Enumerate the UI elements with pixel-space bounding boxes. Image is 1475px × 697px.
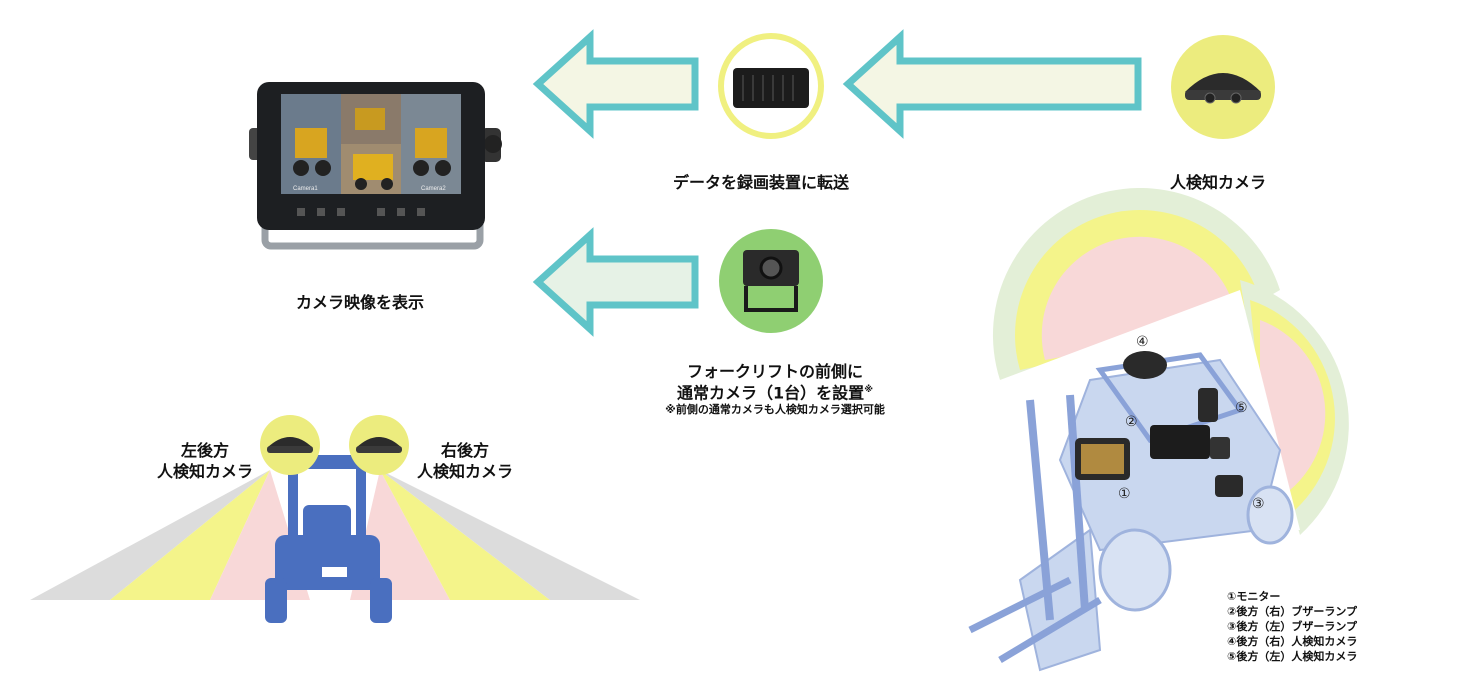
left-rear-line2: 人検知カメラ bbox=[156, 462, 253, 481]
front-camera-mark: ※ bbox=[864, 385, 873, 395]
front-camera-label-block: フォークリフトの前側に 通常カメラ（1台）を設置※ ※前側の通常カメラも人検知カ… bbox=[640, 362, 910, 417]
dome-camera-icon bbox=[1185, 73, 1261, 92]
legend-item: ②後方（右）ブザーランプ bbox=[1227, 605, 1357, 618]
forklift-rear-wheel-left bbox=[265, 578, 287, 623]
forklift-rear-body bbox=[275, 535, 380, 590]
arrow-front-camera-to-monitor bbox=[532, 227, 699, 337]
dome-camera-icon bbox=[267, 437, 313, 448]
front-camera-note: ※前側の通常カメラも人検知カメラ選択可能 bbox=[665, 403, 885, 417]
iso-recorder-device bbox=[1150, 425, 1210, 459]
marker-5: ⑤ bbox=[1235, 400, 1248, 416]
iso-camera-rear-left bbox=[1198, 388, 1218, 422]
person-camera-circle bbox=[1171, 35, 1275, 139]
arrow-recorder-to-monitor bbox=[532, 29, 699, 139]
recorder-label: データを録画装置に転送 bbox=[673, 173, 850, 192]
legend-item: ⑤後方（左）人検知カメラ bbox=[1227, 650, 1358, 663]
front-camera-line1: フォークリフトの前側に bbox=[686, 362, 863, 381]
iso-camera-rear-right bbox=[1123, 351, 1167, 379]
person-camera-label: 人検知カメラ bbox=[1170, 173, 1267, 192]
left-rear-label: 左後方 人検知カメラ bbox=[150, 440, 260, 482]
marker-4: ④ bbox=[1136, 334, 1149, 350]
screen-tile-right-label: Camera2 bbox=[421, 186, 446, 192]
legend: ①モニター ②後方（右）ブザーランプ ③後方（左）ブザーランプ ④後方（右）人検… bbox=[1227, 589, 1357, 664]
arrow-camera-to-recorder bbox=[842, 29, 1142, 139]
left-zone-yellow bbox=[110, 470, 270, 600]
left-zone-gray bbox=[30, 470, 270, 600]
forklift-rear-wheel-right bbox=[370, 578, 392, 623]
right-rear-line1: 右後方 bbox=[440, 441, 489, 460]
forklift-rear-seat bbox=[303, 505, 351, 543]
marker-1: ① bbox=[1118, 486, 1131, 502]
left-rear-line1: 左後方 bbox=[180, 441, 229, 460]
front-camera-circle bbox=[719, 229, 823, 333]
monitor-illustration: Camera1 Camera2 bbox=[249, 82, 502, 250]
legend-item: ①モニター bbox=[1227, 590, 1281, 603]
legend-item: ④後方（右）人検知カメラ bbox=[1227, 635, 1358, 648]
legend-item: ③後方（左）ブザーランプ bbox=[1227, 620, 1357, 633]
rear-forklift-diagram bbox=[30, 455, 640, 623]
marker-3: ③ bbox=[1252, 496, 1265, 512]
front-camera-line2: 通常カメラ（1台）を設置 bbox=[677, 383, 865, 403]
monitor-label: カメラ映像を表示 bbox=[296, 293, 425, 312]
recorder-circle bbox=[718, 33, 824, 139]
right-rear-line2: 人検知カメラ bbox=[416, 462, 513, 481]
right-zone-gray bbox=[380, 470, 640, 600]
right-rear-label: 右後方 人検知カメラ bbox=[410, 440, 520, 482]
iso-forklift-diagram: ① ② ③ ④ ⑤ bbox=[968, 187, 1349, 672]
right-rear-camera-circle bbox=[349, 415, 409, 475]
screen-tile-left-label: Camera1 bbox=[293, 186, 318, 192]
iso-buzzer-lamp-left bbox=[1215, 475, 1243, 497]
left-rear-camera-circle bbox=[260, 415, 320, 475]
marker-2: ② bbox=[1125, 414, 1138, 430]
dome-camera-icon bbox=[356, 437, 402, 448]
recorder-device-icon bbox=[733, 68, 809, 108]
